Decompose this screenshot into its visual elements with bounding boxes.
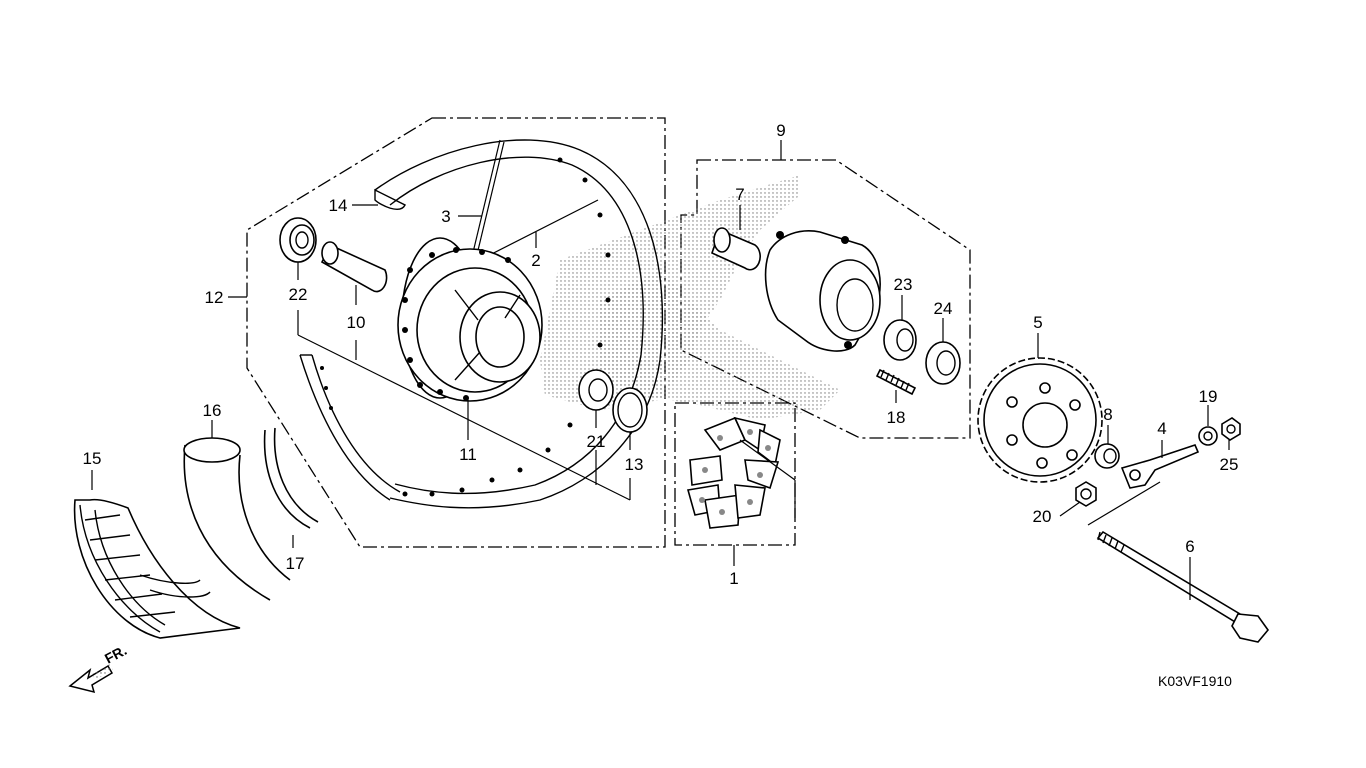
callout-24: 24 [934, 299, 953, 318]
bearing-22-icon [279, 217, 317, 263]
collar-10-icon [320, 241, 388, 293]
callout-15: 15 [83, 449, 102, 468]
callout-10: 10 [347, 313, 366, 332]
front-direction-arrow-icon [68, 664, 114, 694]
callout-8: 8 [1103, 405, 1112, 424]
stud-18-icon [875, 368, 917, 396]
callout-21: 21 [587, 432, 606, 451]
callout-9: 9 [776, 121, 785, 140]
damper-rubbers-1-icon [686, 416, 781, 529]
driven-flange-9-icon [764, 230, 881, 352]
callout-12: 12 [205, 288, 224, 307]
callout-25: 25 [1220, 455, 1239, 474]
front-direction-label: FR. [102, 642, 129, 667]
bearing-21-icon [578, 369, 614, 411]
adjuster-4-icon [1120, 444, 1200, 489]
rim-band-17-icon [263, 427, 319, 529]
callout-5: 5 [1033, 313, 1042, 332]
sprocket-5-icon [977, 357, 1103, 483]
hub-shading-2 [600, 270, 840, 420]
callout-20: 20 [1033, 507, 1052, 526]
wheel-rim [299, 139, 664, 509]
bearing-23-icon [883, 319, 917, 361]
nut-19-icon [1198, 426, 1218, 446]
axle-6-icon [1096, 530, 1270, 643]
wheel-hub [397, 237, 543, 402]
callout-11: 11 [459, 445, 477, 464]
callout-14: 14 [329, 196, 348, 215]
nut-25-icon [1221, 417, 1241, 441]
spoke-outer [469, 139, 505, 268]
callout-6: 6 [1185, 537, 1194, 556]
callout-23: 23 [894, 275, 913, 294]
o-ring-13-icon [612, 387, 648, 433]
callout-13: 13 [625, 455, 644, 474]
nut-20-icon [1075, 481, 1097, 507]
callout-18: 18 [887, 408, 906, 427]
callout-19: 19 [1199, 387, 1218, 406]
wheel-assembly-group-outline [246, 117, 666, 548]
collar-8-icon [1094, 443, 1120, 469]
callout-16: 16 [203, 401, 222, 420]
collar-7-icon [711, 227, 761, 271]
callout-17: 17 [286, 554, 305, 573]
callout-1: 1 [729, 569, 738, 588]
tire-15-icon [73, 498, 241, 639]
callout-3: 3 [441, 207, 450, 226]
callout-7: 7 [735, 185, 744, 204]
drawing-code: K03VF1910 [1158, 673, 1232, 689]
seal-24-icon [925, 341, 961, 385]
callout-4: 4 [1157, 419, 1166, 438]
callout-2: 2 [531, 251, 540, 270]
callout-22: 22 [289, 285, 308, 304]
leader-lines [91, 140, 1230, 600]
